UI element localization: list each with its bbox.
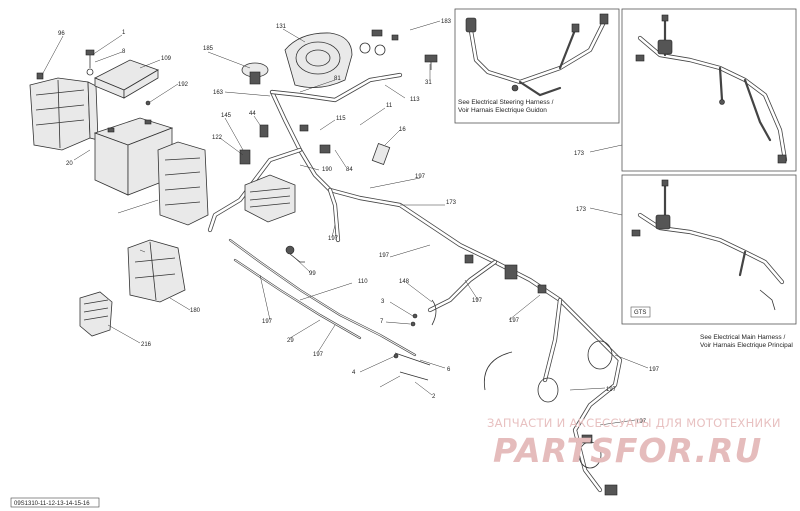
relay-16 (371, 142, 391, 166)
watermark-brand: PARTSFOR.RU (493, 431, 762, 470)
battery (93, 117, 174, 196)
instrument-cluster (284, 32, 353, 88)
callout-1: 1 (122, 30, 126, 36)
callout-11: 11 (386, 103, 393, 109)
battery-strap (157, 141, 209, 226)
main-inset-caption-2: Voir Harnais Electrique Principal (700, 342, 793, 349)
callout-20: 20 (66, 161, 73, 167)
callout-180: 180 (190, 308, 201, 314)
callout-197-a: 197 (415, 174, 426, 180)
callout-96: 96 (58, 31, 65, 37)
callout-148: 148 (399, 279, 410, 285)
watermark-tagline: ЗАПЧАСТИ И АКСЕССУАРЫ ДЛЯ МОТОТЕХНИКИ (487, 416, 781, 430)
callout-197-j: 197 (636, 419, 647, 425)
callout-8: 8 (122, 49, 126, 55)
callout-4: 4 (352, 370, 356, 376)
callout-173-b: 173 (574, 151, 585, 157)
callout-197-c: 197 (379, 253, 390, 259)
callout-109: 109 (161, 56, 172, 62)
callout-7-a: 7 (380, 319, 384, 325)
bolt-hardware (85, 49, 151, 106)
connectors-center (239, 124, 618, 496)
main-inset-caption-1: See Electrical Main Harness / (700, 334, 785, 341)
gts-badge-box (630, 306, 651, 318)
battery-cover (94, 59, 159, 99)
callout-197-e: 197 (313, 352, 324, 358)
callout-197-b: 197 (328, 236, 339, 242)
callout-197-h: 197 (649, 367, 660, 373)
callout-84: 84 (346, 167, 353, 173)
callout-29: 29 (287, 338, 294, 344)
loops (483, 340, 613, 469)
clip-set (359, 29, 399, 56)
callout-173: 173 (446, 200, 457, 206)
callout-115: 115 (336, 116, 346, 122)
callout-81: 81 (334, 76, 341, 82)
callout-197-d: 197 (262, 319, 273, 325)
connector-31 (424, 54, 438, 70)
callout-16: 16 (399, 127, 406, 133)
callout-190: 190 (322, 167, 333, 173)
ground-cable-148 (410, 299, 437, 327)
relay-block (79, 291, 113, 337)
callout-3: 3 (381, 299, 385, 305)
leader-lines (41, 20, 649, 426)
fuse-holder-bracket (127, 239, 186, 303)
callout-44: 44 (249, 111, 256, 117)
reference-code-box (10, 497, 100, 508)
callout-183: 183 (441, 19, 452, 25)
battery-holder-bracket (29, 72, 99, 151)
callout-31: 31 (425, 80, 432, 86)
main-harness-inset-gts (621, 174, 797, 325)
main-wiring-harness (207, 72, 623, 493)
cable-110 (228, 238, 417, 357)
callout-131: 131 (276, 24, 287, 30)
steering-inset-caption-2: Voir Harnais Electrique Guidon (458, 107, 547, 114)
main-harness-inset-top (621, 8, 797, 172)
callout-labels: 1 8 96 109 192 20 185 131 81 163 113 31 … (58, 19, 660, 425)
callout-2: 2 (432, 394, 436, 400)
gts-badge: GTS (634, 310, 646, 316)
callout-197-f: 197 (472, 298, 483, 304)
main-harness-drawing-top (635, 14, 788, 164)
callout-192: 192 (178, 82, 189, 88)
callout-99: 99 (309, 271, 316, 277)
callout-113: 113 (410, 97, 420, 103)
callout-110: 110 (358, 279, 368, 285)
callout-216: 216 (141, 342, 152, 348)
fuse-box-center (244, 174, 296, 223)
steering-inset-caption-1: See Electrical Steering Harness / (458, 99, 554, 106)
callout-185: 185 (203, 46, 214, 52)
callout-145: 145 (221, 113, 232, 119)
callout-6: 6 (447, 367, 451, 373)
reference-code: 09S1310-11-12-13-14-15-16 (14, 501, 90, 507)
main-harness-drawing-gts (631, 179, 785, 311)
callout-197-i: 197 (606, 387, 617, 393)
callout-173-c: 173 (576, 207, 587, 213)
callout-197-g: 197 (509, 318, 520, 324)
ignition-switch (241, 62, 269, 85)
steering-harness-drawing (465, 13, 609, 97)
callout-163: 163 (213, 90, 224, 96)
battery-cables-2-4-6 (393, 352, 431, 381)
callout-122: 122 (212, 135, 223, 141)
